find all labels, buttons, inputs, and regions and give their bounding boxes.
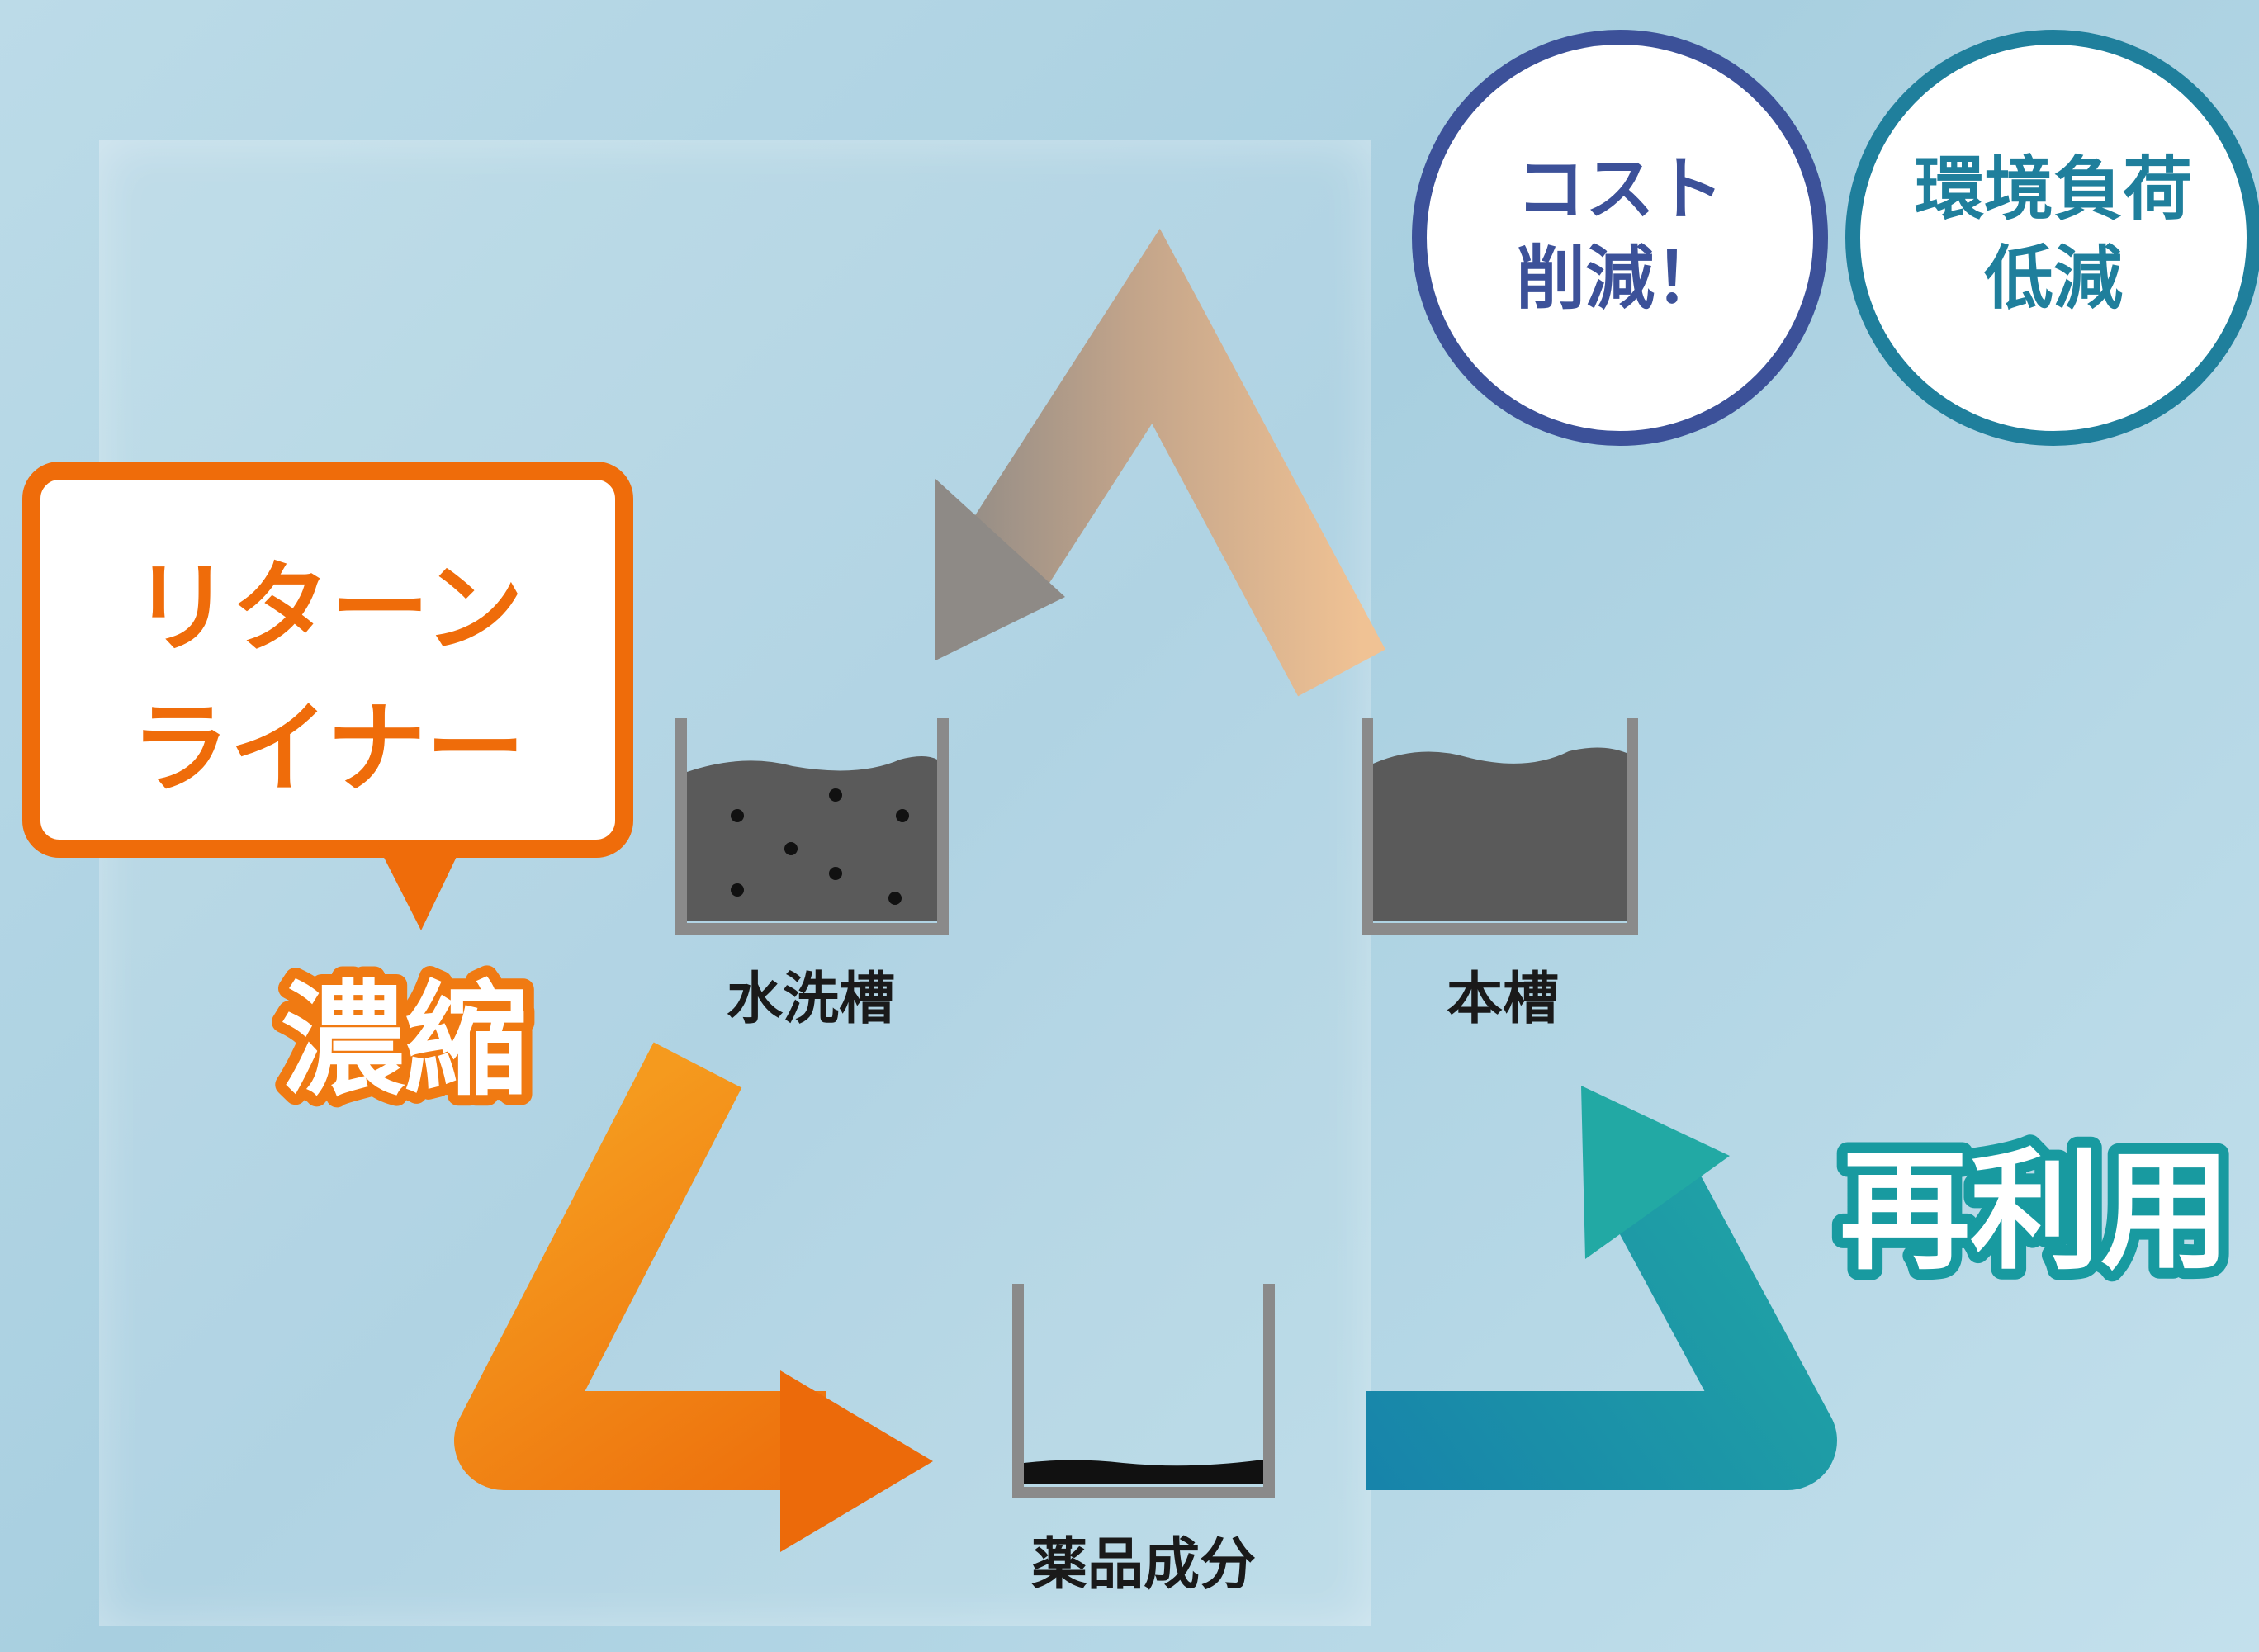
- cost-badge-line1: コスト: [1516, 149, 1724, 230]
- arrow-concentrate: [454, 1042, 933, 1552]
- chemical-tank-label: 薬品成分: [1031, 1532, 1256, 1598]
- cost-reduction-badge: コスト 削減！: [1412, 30, 1828, 446]
- concentrate-label: 濃縮: [281, 969, 528, 1113]
- callout-line1: リターン: [132, 551, 523, 666]
- arrow-reuse: [1366, 1086, 1837, 1490]
- rinse-tank: 水洗槽: [675, 718, 949, 1032]
- environment-badge: 環境負荷 低減: [1845, 30, 2259, 446]
- callout-line2: ライナー: [130, 692, 525, 807]
- environment-badge-line1: 環境負荷: [1915, 149, 2192, 230]
- environment-badge-line2: 低減: [1984, 238, 2123, 319]
- return-liner-callout: リターン ライナー: [22, 462, 633, 930]
- main-tank: 本槽: [1362, 718, 1638, 1032]
- contaminant-particles: [731, 788, 909, 905]
- arrow-main-to-rinse: [935, 228, 1385, 697]
- cost-badge-line2: 削減！: [1516, 238, 1724, 319]
- rinse-tank-label: 水洗槽: [727, 967, 895, 1032]
- main-tank-label: 本槽: [1447, 967, 1559, 1032]
- chemical-tank: 薬品成分: [1012, 1284, 1275, 1598]
- reuse-label: 再利用: [1840, 1136, 2231, 1288]
